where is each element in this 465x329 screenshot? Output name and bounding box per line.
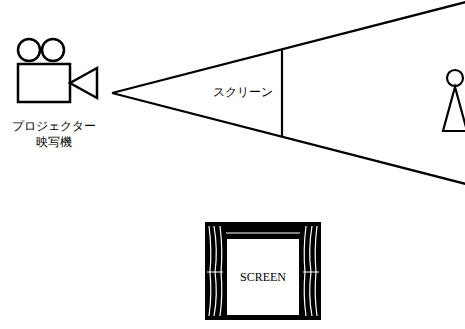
screen-caption: スクリーン [213, 86, 273, 100]
projector-icon [18, 39, 97, 102]
screen-box: SCREEN [227, 239, 299, 315]
viewer-figure [443, 70, 465, 131]
theatre-frame [205, 222, 321, 320]
projector-caption: プロジェクター [12, 120, 96, 134]
screen-line [281, 49, 283, 137]
projection-beam [112, 2, 465, 184]
projector-caption: 映写機 [36, 136, 72, 150]
screen-label: SCREEN [240, 270, 286, 285]
